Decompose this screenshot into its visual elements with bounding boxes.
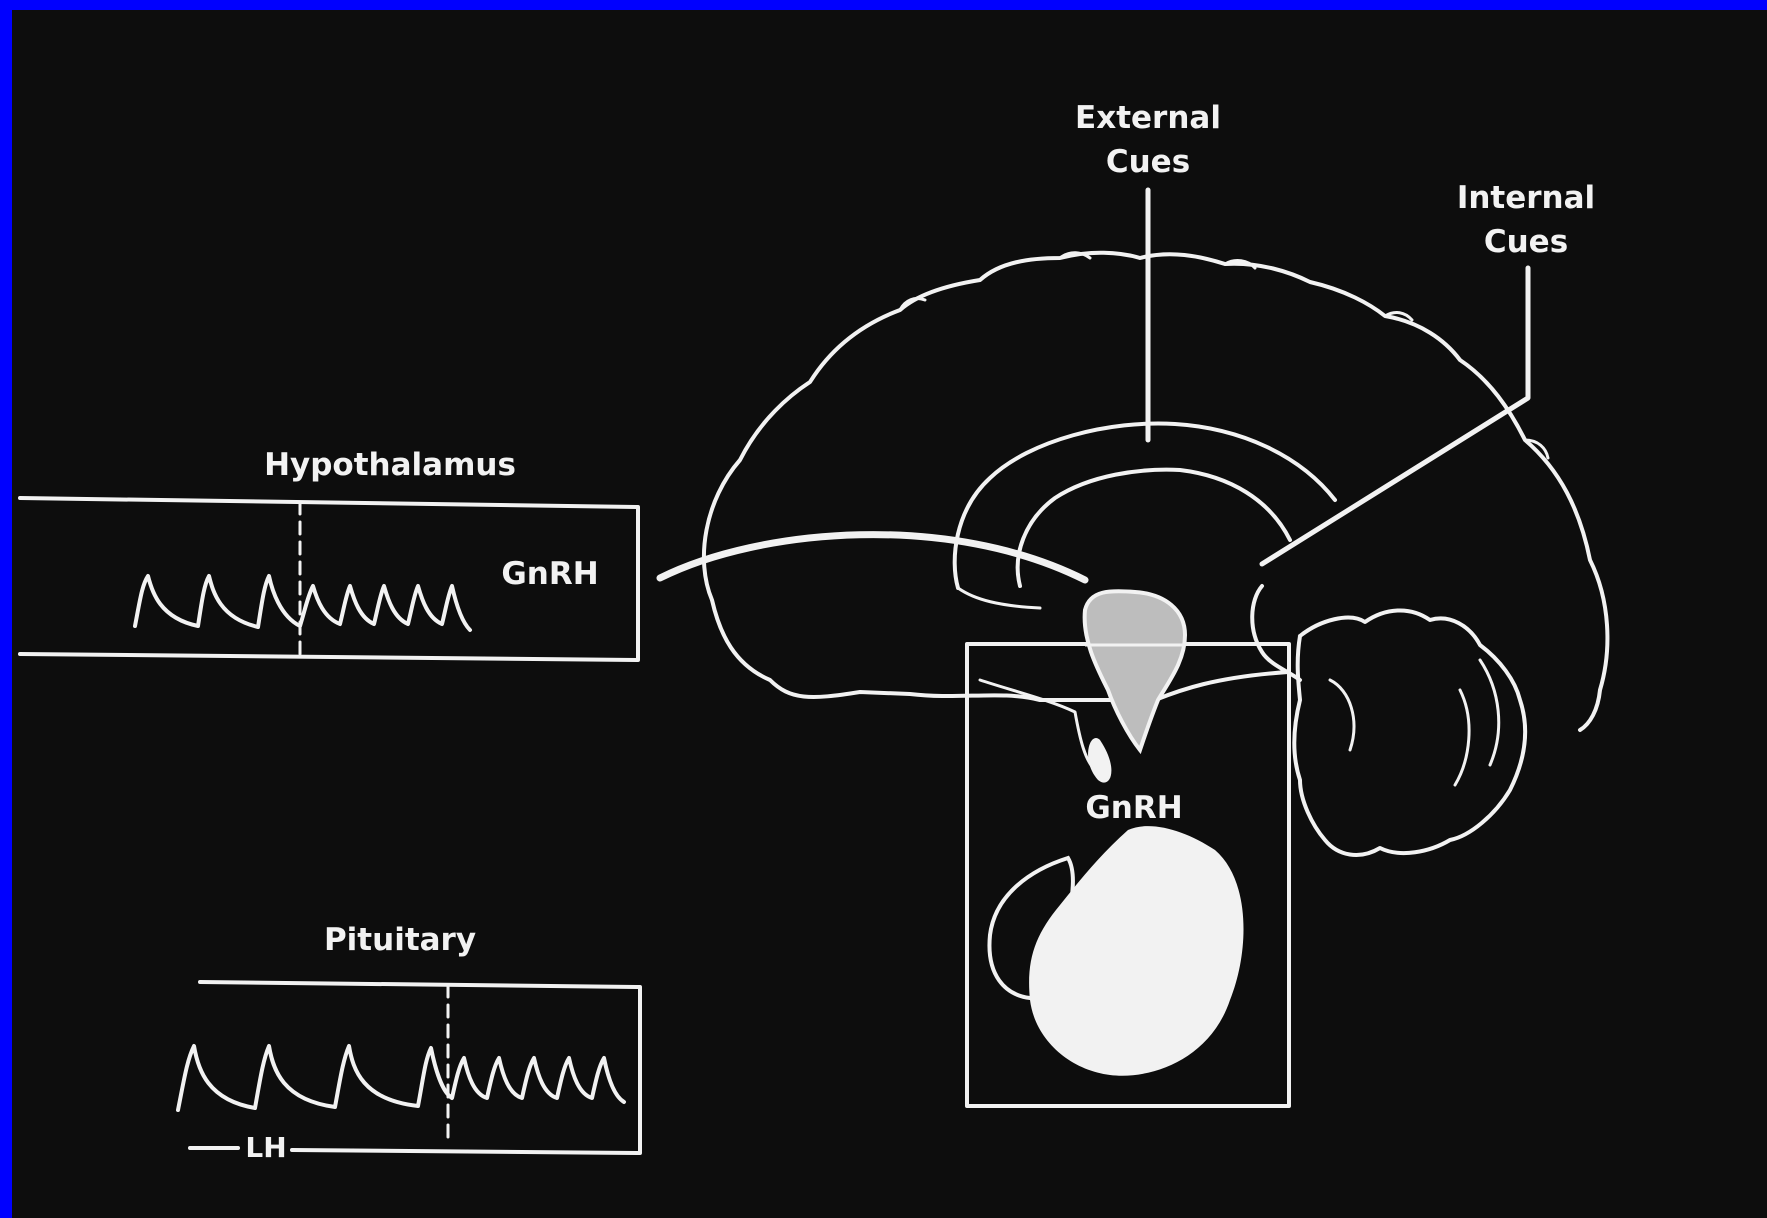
brain-gyri <box>900 253 1548 458</box>
gnrh-trace-label: GnRH <box>490 552 610 596</box>
cerebellum-folia <box>1330 660 1499 785</box>
internal-cues-label: Internal Cues <box>1440 176 1612 264</box>
external-cues-line1: External <box>1062 96 1234 140</box>
hypothalamus-label: Hypothalamus <box>240 443 540 487</box>
fornix <box>958 588 1040 608</box>
internal-cues-line1: Internal <box>1440 176 1612 220</box>
lh-pulse-trace <box>178 1046 624 1110</box>
external-cues-line2: Cues <box>1062 140 1234 184</box>
gnrh-pulse-trace <box>135 576 470 630</box>
internal-cues-line2: Cues <box>1440 220 1612 264</box>
pituitary-label: Pituitary <box>290 918 510 962</box>
external-cues-label: External Cues <box>1062 96 1234 184</box>
hypothalamus-region <box>1085 591 1185 750</box>
cerebellum <box>1294 610 1525 855</box>
lh-label: LH <box>238 1126 294 1170</box>
gnrh-inset-label: GnRH <box>1074 786 1194 830</box>
corpus-callosum <box>955 423 1335 588</box>
brainstem <box>1252 586 1300 680</box>
